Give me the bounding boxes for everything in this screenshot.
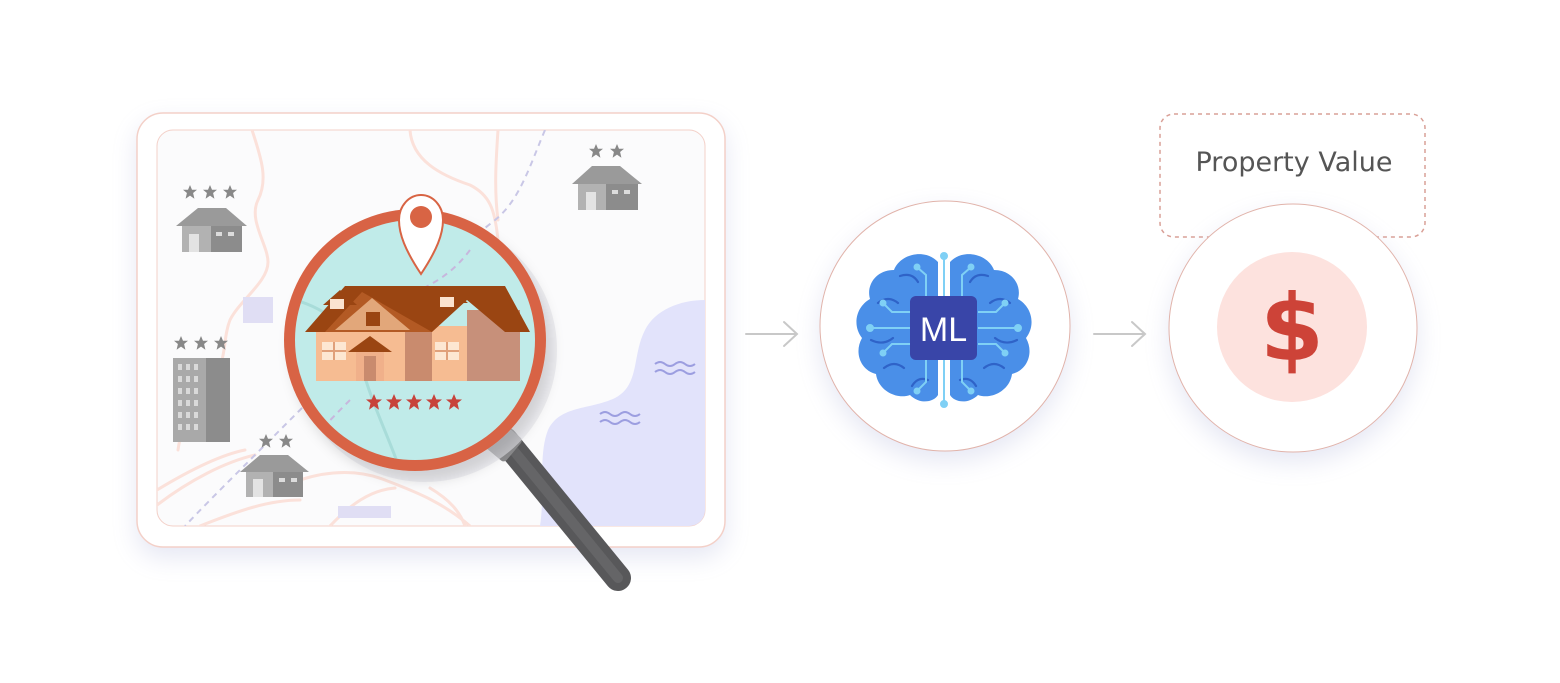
circuit-lines <box>866 252 1022 408</box>
water-waves-2 <box>599 411 641 425</box>
map-card <box>136 112 726 591</box>
ml-chip-label: ML <box>920 311 967 349</box>
property-value-label: Property Value <box>1196 147 1393 178</box>
listing-top-left <box>176 185 247 252</box>
map-contents <box>157 130 705 526</box>
map-block <box>338 506 391 518</box>
house-icon <box>572 166 642 210</box>
dollar-badge <box>1217 252 1367 402</box>
property-value-node: Property Value $ <box>1159 113 1426 453</box>
ml-chip <box>910 296 977 360</box>
featured-house-icon <box>305 286 530 381</box>
water-waves-1 <box>654 361 696 375</box>
property-value-label-box <box>1159 113 1426 238</box>
ml-model-node: ML <box>819 200 1071 452</box>
listing-building <box>173 336 230 442</box>
brain-icon: ML <box>856 252 1032 408</box>
dollar-icon: $ <box>1260 275 1324 382</box>
magnifier <box>284 193 631 591</box>
house-icon <box>240 455 309 497</box>
house-icon <box>176 208 247 252</box>
map-block <box>243 297 273 323</box>
arrow-right-icon <box>1093 321 1147 347</box>
location-pin-icon <box>397 193 445 276</box>
arrow-right-icon <box>745 321 799 347</box>
listing-bottom <box>240 434 309 497</box>
building-icon <box>173 358 230 442</box>
listing-top-right <box>572 144 642 210</box>
map-roads <box>157 130 500 526</box>
